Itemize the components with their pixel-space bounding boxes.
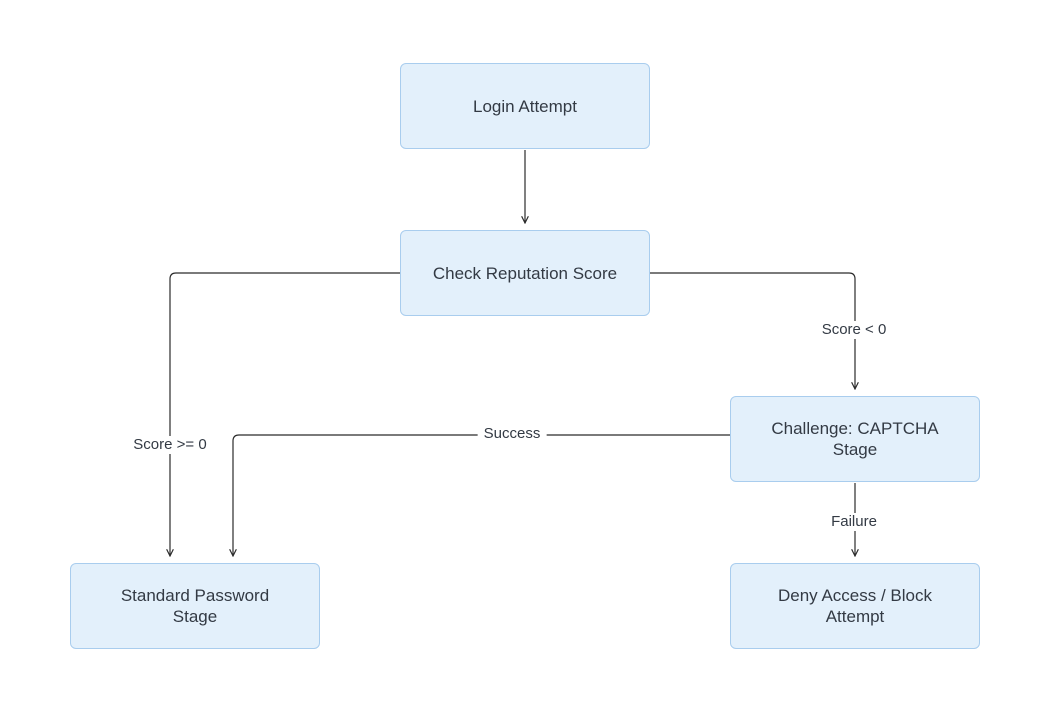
edge-label-score-non-negative: Score >= 0	[127, 436, 213, 454]
edge-label-score-negative: Score < 0	[815, 321, 893, 339]
edge-label-failure: Failure	[825, 513, 883, 531]
node-standard-password-stage: Standard Password Stage	[70, 563, 320, 649]
edge-label-success: Success	[477, 425, 547, 443]
node-challenge-captcha-stage: Challenge: CAPTCHA Stage	[730, 396, 980, 482]
edge-challenge-to-standard	[233, 434, 730, 556]
node-deny-access-block-attempt: Deny Access / Block Attempt	[730, 563, 980, 649]
edge-check-to-challenge	[650, 272, 855, 389]
node-check-reputation-score: Check Reputation Score	[400, 230, 650, 316]
node-login-attempt: Login Attempt	[400, 63, 650, 149]
edge-check-to-standard	[170, 272, 400, 556]
